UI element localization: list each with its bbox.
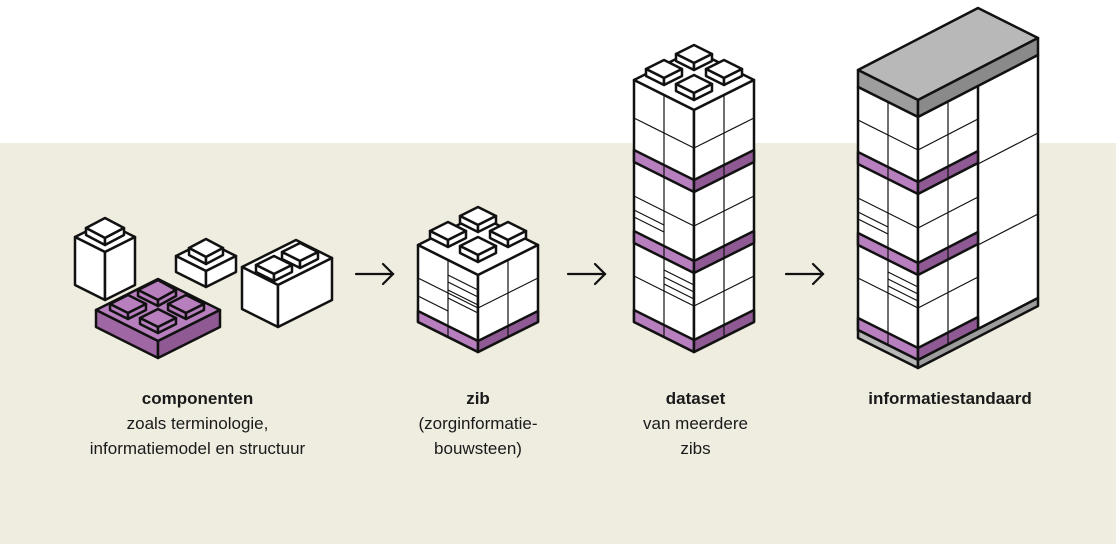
informatiestandaard-icon xyxy=(856,6,1040,370)
step-caption-informatiestandaard: informatiestandaard xyxy=(850,386,1050,411)
step-description-line: bouwsteen) xyxy=(434,439,522,458)
step-caption-dataset: dataset van meerdere zibs xyxy=(618,386,773,461)
step-description-line: van meerdere xyxy=(643,414,748,433)
arrow-right-icon xyxy=(354,262,395,286)
step-caption-componenten: componenten zoals terminologie, informat… xyxy=(60,386,335,461)
step-title: dataset xyxy=(665,389,726,408)
arrow-right-icon xyxy=(784,262,825,286)
step-description-line: zibs xyxy=(680,439,711,458)
step-title: informatiestandaard xyxy=(868,389,1032,408)
arrow-right-icon xyxy=(566,262,607,286)
step-title: zib xyxy=(466,389,490,408)
zib-icon xyxy=(416,205,540,354)
step-description-line: informatiemodel en structuur xyxy=(89,439,306,458)
components-icon xyxy=(73,216,334,360)
step-description-line: (zorginformatie- xyxy=(418,414,538,433)
step-caption-zib: zib (zorginformatie- bouwsteen) xyxy=(398,386,558,461)
step-title: componenten xyxy=(141,389,254,408)
step-description-line: zoals terminologie, xyxy=(126,414,269,433)
dataset-icon xyxy=(632,43,756,354)
